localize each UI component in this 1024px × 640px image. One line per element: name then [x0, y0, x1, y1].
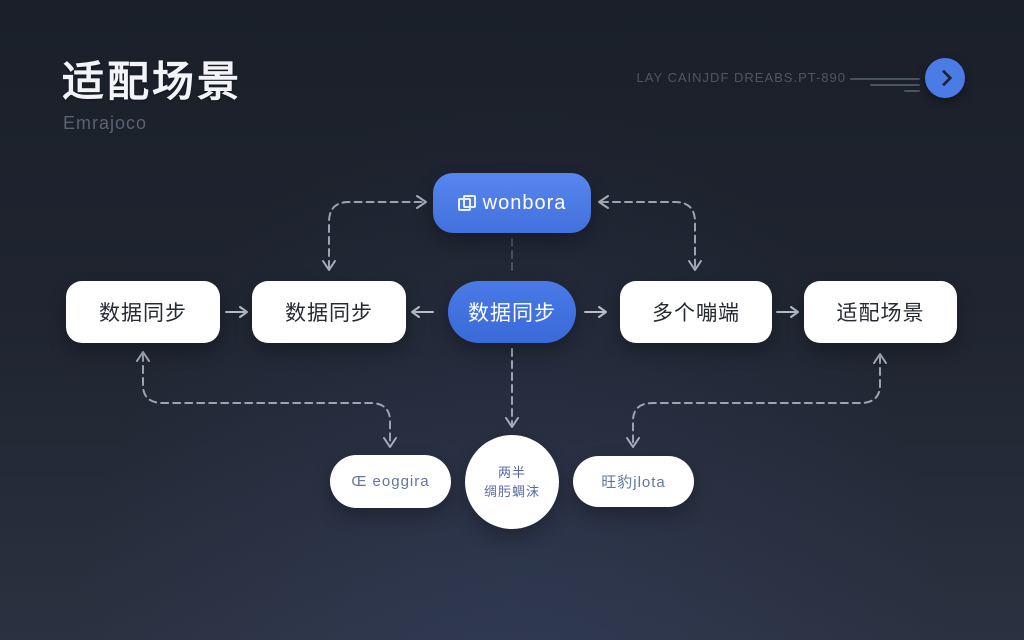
connector-box2-hub: [322, 195, 427, 271]
node-label: 旺豹jlota: [601, 474, 666, 491]
node-label-line2: 绸肟蜩沫: [483, 484, 540, 499]
chevron-right-icon: [935, 69, 952, 87]
arrow-center-box2: [411, 306, 434, 318]
node-hub[interactable]: wonbora: [433, 173, 591, 233]
connector-center-circle: [505, 348, 519, 428]
page-title: 适配场景: [62, 58, 243, 105]
node-bottom-right[interactable]: 旺豹jlota: [573, 456, 694, 507]
arrow-box4-box5: [776, 306, 799, 318]
node-data-sync-2[interactable]: 数据同步: [252, 281, 406, 343]
arrow-center-box4: [584, 306, 607, 318]
node-hub-label: wonbora: [482, 191, 567, 214]
node-multi-terminal[interactable]: 多个嘣端: [620, 281, 772, 343]
node-label-line1: 两半: [497, 465, 526, 480]
node-label: 适配场景: [836, 302, 925, 325]
node-label: 数据同步: [468, 302, 556, 325]
arrow-box1-box2: [225, 306, 248, 318]
connector-box1-pill1: [136, 351, 397, 448]
node-label: Œ eoggira: [351, 473, 430, 490]
node-adapt-scene[interactable]: 适配场景: [804, 281, 957, 343]
connector-pill3-box5: [626, 353, 887, 448]
node-bottom-left[interactable]: Œ eoggira: [330, 455, 451, 508]
node-data-sync-1[interactable]: 数据同步: [66, 281, 220, 343]
node-label: 数据同步: [285, 302, 373, 325]
next-button[interactable]: [925, 58, 965, 98]
node-bottom-center[interactable]: 两半 绸肟蜩沫: [465, 435, 559, 529]
connector-hub-box4: [598, 195, 702, 271]
node-data-sync-center[interactable]: 数据同步: [448, 281, 576, 343]
page-subtitle: Emrajoco: [63, 113, 148, 133]
node-label: 多个嘣端: [652, 302, 740, 325]
decorative-lines: [850, 74, 920, 92]
copy-icon: [457, 195, 476, 211]
node-label: 数据同步: [99, 302, 187, 325]
header-caption: LAY CAINJDF DREABS.PT-890: [636, 70, 846, 85]
